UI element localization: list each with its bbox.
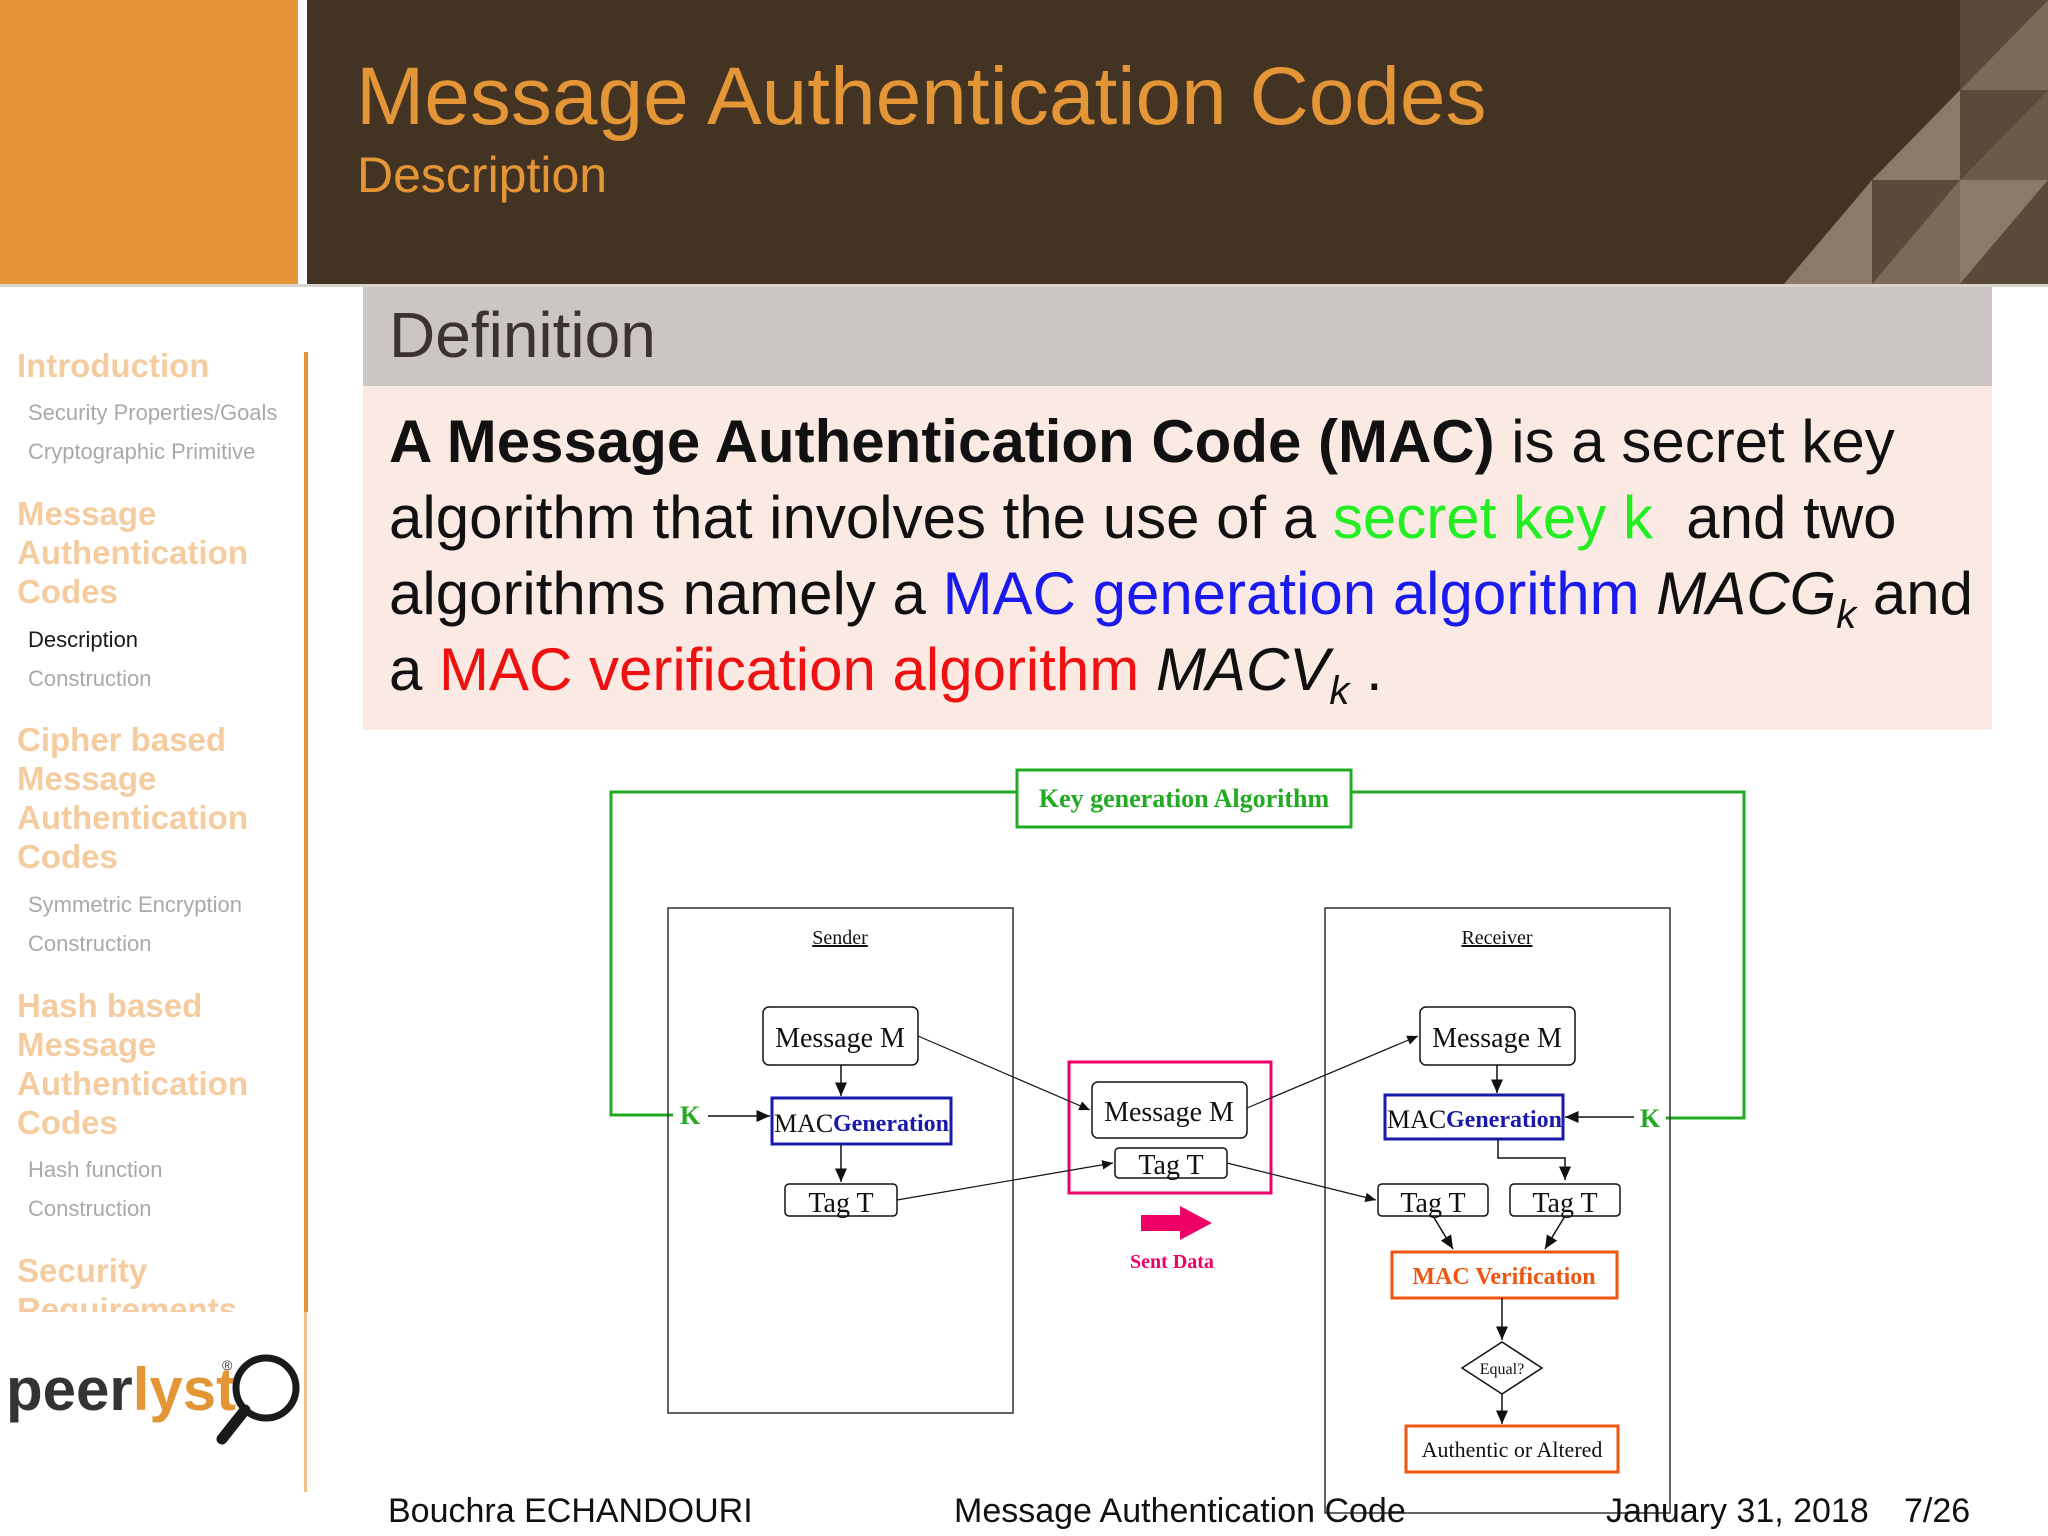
sent-message-label: Message M: [1104, 1097, 1234, 1128]
sender-mac-generation-label: Generation: [833, 1111, 949, 1137]
receiver-message-label: Message M: [1432, 1023, 1562, 1054]
def-macv-symbol: MACV: [1155, 636, 1330, 703]
key-line-right: [1351, 790, 1746, 1120]
receiver-mac-generation-label: Generation: [1446, 1107, 1562, 1133]
mac-verification-box: [1390, 1250, 1619, 1300]
header-orange-block: [0, 0, 298, 284]
def-text-1: is a secret key algorithm that involves …: [389, 408, 1895, 551]
def-secret-key: secret key k: [1332, 484, 1653, 551]
def-term: A Message Authentication Code (MAC): [389, 408, 1495, 475]
toc-item-hash-function[interactable]: Hash function: [28, 1157, 163, 1182]
receiver-title: Receiver: [1461, 927, 1532, 949]
key-label-left: K: [680, 1101, 701, 1130]
peerlyst-logo: peerlyst ®: [6, 1354, 300, 1445]
equal-decision-label: Equal?: [1480, 1361, 1524, 1378]
sender-mac-generation-box: [770, 1096, 953, 1146]
key-generation-box: [1015, 768, 1353, 829]
def-macg-subscript: k: [1836, 593, 1857, 637]
toc-section-hmac[interactable]: Hash based Message Authentication Codes: [17, 987, 248, 1141]
definition-title: Definition: [389, 299, 656, 371]
definition-text: A Message Authentication Code (MAC) is a…: [389, 404, 1979, 711]
receiver-tag-received-label: Tag T: [1400, 1188, 1465, 1219]
sent-tag-label: Tag T: [1138, 1150, 1203, 1181]
toc-item-mac-construction[interactable]: Construction: [28, 666, 152, 691]
sent-arrow-icon: [1141, 1206, 1212, 1240]
slide-title: Message Authentication Codes: [356, 51, 1487, 142]
receiver-panel: [1324, 907, 1671, 1514]
sender-mac-prefix: MAC: [774, 1109, 833, 1138]
receiver-tag-computed-label: Tag T: [1532, 1188, 1597, 1219]
result-label: Authentic or Altered: [1422, 1437, 1603, 1462]
receiver-mac-generation-box: [1383, 1093, 1565, 1141]
toc-section-security-requirements[interactable]: Security Requirements: [17, 1252, 238, 1312]
key-generation-label: Key generation Algorithm: [1039, 784, 1330, 813]
logo-registered-mark: ®: [222, 1357, 233, 1373]
toc-section-introduction[interactable]: Introduction: [17, 347, 210, 384]
toc-item-security-properties[interactable]: Security Properties/Goals: [28, 400, 278, 425]
sender-message-label: Message M: [775, 1023, 905, 1054]
toc-section-mac[interactable]: Message Authentication Codes: [17, 495, 248, 610]
header-bottom-line: [0, 284, 2048, 287]
logo-text: peerlyst: [6, 1356, 236, 1423]
def-macv-subscript: k: [1329, 669, 1350, 713]
sidebar-divider: [304, 352, 308, 1312]
magnifier-icon: [232, 1354, 300, 1422]
slide-subtitle: Description: [357, 147, 608, 203]
receiver-mac-prefix: MAC: [1387, 1105, 1446, 1134]
footer-title: Message Authentication Code: [954, 1492, 1406, 1530]
key-label-right: K: [1640, 1104, 1661, 1133]
key-line-left: [609, 790, 1017, 1117]
header-dark-band: [307, 0, 2048, 284]
footer-date: January 31, 2018: [1606, 1492, 1869, 1530]
sidebar-divider-lower: [304, 1312, 307, 1492]
toc-section-cmac[interactable]: Cipher based Message Authentication Code…: [17, 721, 248, 875]
result-box: [1404, 1424, 1620, 1474]
sender-panel: [667, 907, 1014, 1414]
toc-item-hmac-construction[interactable]: Construction: [28, 1196, 152, 1221]
sender-title: Sender: [812, 927, 868, 949]
sent-message-box: [1091, 1081, 1248, 1139]
mac-verification-label: MAC Verification: [1412, 1264, 1595, 1290]
toc-item-description[interactable]: Description: [28, 627, 139, 652]
mac-flow-diagram: Key generation Algorithm K K Sender Mess…: [609, 768, 1746, 1514]
def-mac-verification: MAC verification algorithm: [439, 636, 1140, 703]
footer-page-number: 7/26: [1904, 1492, 1971, 1530]
def-mac-generation: MAC generation algorithm: [942, 560, 1640, 627]
footer-author: Bouchra ECHANDOURI: [388, 1492, 753, 1530]
def-macg-symbol: MACG: [1656, 560, 1837, 627]
def-text-2: and two algorithms namely a: [389, 484, 1914, 627]
sender-tag-label: Tag T: [808, 1188, 873, 1219]
sidebar-toc: Introduction Security Properties/Goals C…: [0, 346, 300, 1312]
header-triangle-pattern: [1784, 0, 2048, 284]
def-text-3: and a: [389, 560, 1974, 703]
header-separator: [298, 0, 307, 284]
toc-item-cmac-construction[interactable]: Construction: [28, 931, 152, 956]
toc-item-symmetric-encryption[interactable]: Symmetric Encryption: [28, 892, 242, 917]
toc-item-cryptographic-primitive[interactable]: Cryptographic Primitive: [28, 439, 256, 464]
sent-data-box: [1067, 1060, 1273, 1195]
sent-data-label: Sent Data: [1130, 1251, 1214, 1273]
def-text-4: .: [1349, 636, 1383, 703]
definition-header: [363, 287, 1992, 386]
